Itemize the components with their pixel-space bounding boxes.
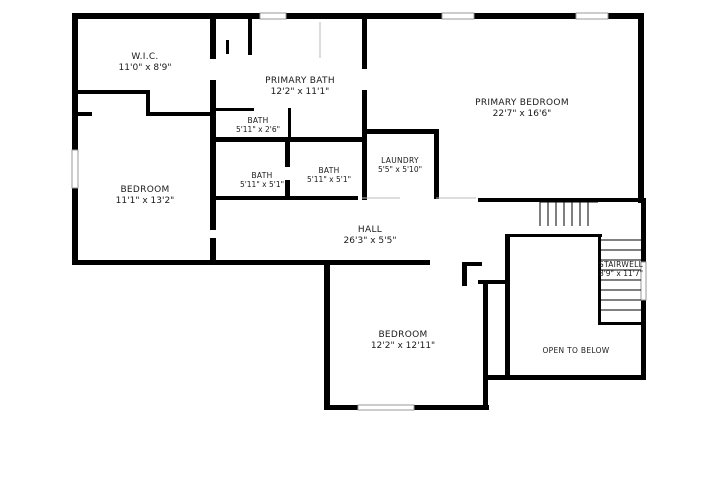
window-3 [575,12,609,20]
wall-bedroom2-notch-top [478,280,510,284]
room-label-laundry: LAUNDRY 5'5" x 5'10" [378,156,422,175]
wall-stair-inner-bottom [598,322,641,325]
room-label-bedroom-bottom: BEDROOM 12'2" x 12'11" [371,330,435,353]
wall-right-upper [638,13,644,203]
wall-hall-top-right [478,198,646,202]
room-name: BATH [251,171,273,180]
wall-wic-bottom [150,112,215,116]
room-name: LAUNDRY [381,156,419,165]
room-label-primary-bedroom: PRIMARY BEDROOM 22'7" x 16'6" [475,98,569,121]
wall-bath-stub-2 [226,40,229,54]
wall-stair-inner-right [598,234,601,324]
wall-bedroom-top-small [78,112,92,116]
room-name: W.I.C. [131,52,159,62]
wall-bedroom2-right [483,284,488,410]
wall-bath-upper-right [288,108,291,138]
wall-laundry-right [434,129,439,199]
room-label-bath-left: BATH 5'11" x 5'1" [240,171,284,190]
wall-bedroom2-left [324,260,330,410]
wall-wic-stub-v [146,90,150,116]
room-dimensions: 12'2" x 11'1" [270,87,330,98]
room-dimensions: 5'11" x 2'6" [235,125,281,135]
window-2 [441,12,475,20]
window-4 [71,149,79,189]
room-name: OPEN TO BELOW [542,346,610,355]
wall-bath-divider [285,137,290,167]
wall-primary-bath-right [362,19,367,69]
room-dimensions: 11'0" x 8'9" [118,63,172,74]
window-1 [259,12,287,20]
room-name: PRIMARY BATH [265,76,335,86]
wall-open-bottom [484,375,646,380]
wall-bath-stub [248,19,252,55]
room-label-primary-bath: PRIMARY BATH 12'2" x 11'1" [265,76,335,99]
room-label-wic: W.I.C. 11'0" x 8'9" [119,52,172,75]
room-dimensions: 8'9" x 11'7" [598,269,644,279]
wall-laundry-top [367,129,439,134]
room-dimensions: 22'7" x 16'6" [492,109,552,120]
window-6 [357,404,415,411]
room-label-open-to-below: OPEN TO BELOW [542,346,609,355]
room-dimensions: 12'2" x 12'11" [370,341,436,352]
room-dimensions: 5'5" x 5'10" [377,165,423,175]
windows [71,12,647,411]
wall-left-rooms-right-3 [210,238,216,262]
room-label-bedroom-left: BEDROOM 11'1" x 13'2" [116,185,175,208]
room-name: BEDROOM [378,330,428,340]
wall-left [72,13,78,265]
wall-closet-notch-h [462,262,482,266]
room-name: HALL [357,225,383,235]
wall-primary-bath-right-2 [362,90,367,200]
room-name: BATH [318,166,340,175]
wall-left-rooms-right-2 [210,80,216,230]
stairs [539,201,641,311]
wall-top [72,13,644,19]
room-dimensions: 26'3" x 5'5" [343,236,397,247]
wall-wic-stub [78,90,148,94]
wall-closet-notch [462,262,467,286]
doors [319,22,476,199]
window-5 [640,261,647,301]
room-name: PRIMARY BEDROOM [475,98,569,108]
wall-hall-bottom [72,260,430,265]
wall-stair-inner-top [508,234,602,237]
room-label-stairwell: STAIRWELL 8'9" x 11'7" [599,260,643,279]
room-label-bath-right: BATH 5'11" x 5'1" [307,166,351,185]
room-label-bath-upper: BATH 5'11" x 2'6" [236,116,280,135]
room-name: STAIRWELL [598,260,644,269]
wall-bath-divider-2 [285,180,290,198]
wall-left-rooms-right [210,19,216,59]
room-label-hall: HALL 26'3" x 5'5" [344,225,397,248]
wall-bath-upper-top [216,108,254,111]
room-name: BATH [247,116,269,125]
wall-hall-top-mid [210,196,358,200]
room-dimensions: 5'11" x 5'1" [239,180,285,190]
room-name: BEDROOM [120,185,170,195]
room-dimensions: 11'1" x 13'2" [115,196,175,207]
room-dimensions: 5'11" x 5'1" [306,175,352,185]
wall-open-left [505,234,510,380]
